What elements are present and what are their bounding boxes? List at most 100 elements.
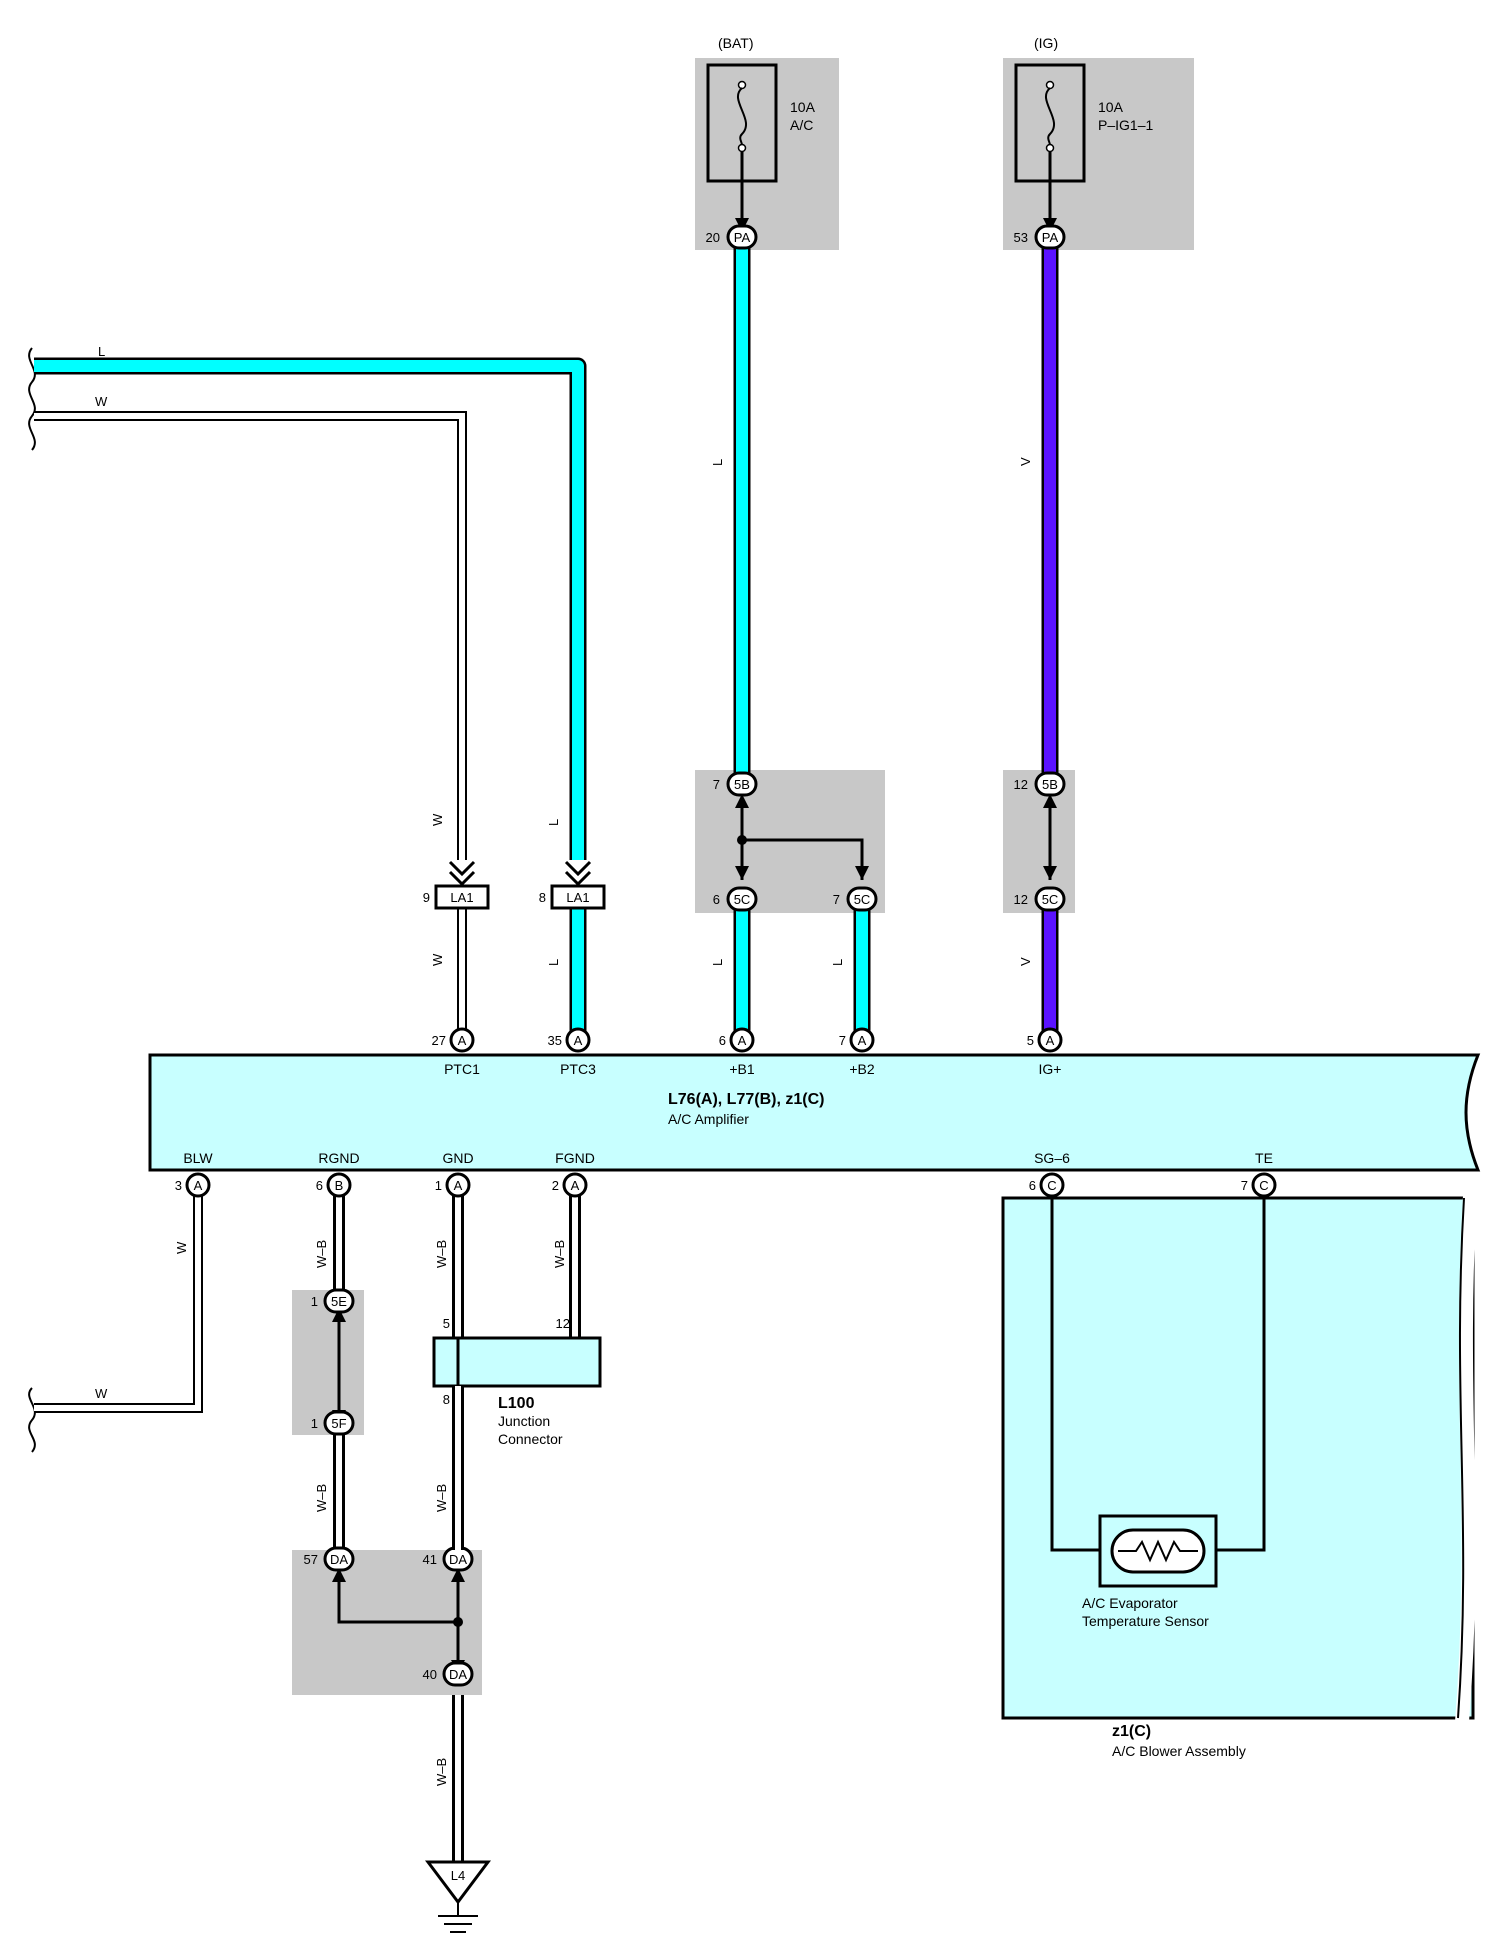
amp-subtitle: A/C Amplifier: [668, 1111, 749, 1127]
pin-5c-l-a: 6: [713, 892, 720, 907]
pin-5b-v: 12: [1014, 777, 1028, 792]
pin-bot-gnd: 1: [435, 1178, 442, 1193]
pin-jc-5: 5: [443, 1316, 450, 1331]
connector-icon: 5C: [846, 886, 878, 912]
conn-da-57: DA: [330, 1552, 348, 1567]
wires-W: [34, 411, 467, 1413]
wire-label-l-5: L: [830, 959, 845, 966]
wire-label-l-1: L: [710, 459, 725, 466]
conn-da-40: DA: [449, 1667, 467, 1682]
wire-label-l-4: L: [710, 959, 725, 966]
conn-5e: 5E: [331, 1294, 347, 1309]
wires-L: [34, 248, 871, 1040]
junction-dots: [453, 835, 747, 1627]
wire-label-wb-2: W–B: [434, 1240, 449, 1268]
wire-label-v-2: V: [1018, 957, 1033, 966]
wire-label-w-3: W: [174, 1241, 189, 1254]
wire-label-wb-4: W–B: [314, 1484, 329, 1512]
connector-icon: PA: [1034, 224, 1066, 250]
fuse-bat: (BAT) 10A A/C: [706, 35, 816, 220]
pin-top-ig: 5: [1027, 1033, 1034, 1048]
amp-term-gnd: GND: [442, 1150, 473, 1166]
pin-bat-fuse: 20: [706, 230, 720, 245]
pin-jc-12: 12: [556, 1316, 570, 1331]
amp-term-b1: +B1: [729, 1061, 755, 1077]
term-ptc3: A: [574, 1033, 583, 1048]
ground-l4: L4: [425, 1860, 491, 1933]
connector-icon: DA: [442, 1661, 474, 1687]
pin-da-40: 40: [423, 1667, 437, 1682]
sensor-line1: A/C Evaporator: [1082, 1595, 1178, 1611]
pin-top-ptc3: 35: [548, 1033, 562, 1048]
l100-code: L100: [498, 1395, 535, 1412]
ac-amplifier-box: [148, 1053, 1481, 1172]
connector-icon: DA: [442, 1546, 474, 1572]
evap-temp-sensor: A/C Evaporator Temperature Sensor: [1082, 1514, 1218, 1629]
term-te: C: [1259, 1178, 1268, 1193]
wire-color-labels: L W W L V W L W L L L V W W–B W–B W–B W–…: [95, 344, 1033, 1786]
conn-5c-v: 5C: [1042, 892, 1059, 907]
wire-label-l-2: L: [546, 819, 561, 826]
pin-5f: 1: [311, 1416, 318, 1431]
term-sg6: C: [1047, 1178, 1056, 1193]
term-gnd: A: [454, 1178, 463, 1193]
junction-connector-l100: L100 Junction Connector: [432, 1336, 602, 1550]
term-b1: A: [738, 1033, 747, 1048]
ig-fuse-area: [1003, 58, 1194, 250]
jb-5b5c-area-right: [1003, 770, 1075, 913]
wire-label-l-top: L: [98, 344, 105, 359]
ground-label: L4: [451, 1868, 465, 1883]
conn-5c-l-a: 5C: [734, 892, 751, 907]
fuse-bat-rating: 10A: [790, 99, 816, 115]
connector-icon: 5F: [323, 1410, 355, 1436]
pin-5c-l-b: 7: [833, 892, 840, 907]
amp-term-sg6: SG–6: [1034, 1150, 1070, 1166]
amp-terminals: A A A A A A B A A C C: [185, 1027, 1277, 1198]
conn-la1-l: LA1: [566, 890, 589, 905]
wire-label-wb-1: W–B: [314, 1240, 329, 1268]
pin-la1-w: 9: [423, 890, 430, 905]
wire-label-l-3: L: [546, 959, 561, 966]
conn-pa-ig: PA: [1042, 230, 1059, 245]
sensor-line2: Temperature Sensor: [1082, 1613, 1209, 1629]
term-ptc1: A: [458, 1033, 467, 1048]
pin-bot-blw: 3: [175, 1178, 182, 1193]
jb-5e5f-area: [292, 1290, 364, 1435]
amp-term-blw: BLW: [183, 1150, 213, 1166]
fuse-ig-rating: 10A: [1098, 99, 1124, 115]
blower-code: z1(C): [1112, 1723, 1151, 1740]
pin-bot-fgnd: 2: [552, 1178, 559, 1193]
blower-name: A/C Blower Assembly: [1112, 1743, 1246, 1759]
term-blw: A: [194, 1178, 203, 1193]
wire-label-w-top: W: [95, 394, 108, 409]
amplifier-labels: PTC1 PTC3 +B1 +B2 IG+ L76(A), L77(B), z1…: [183, 1061, 1273, 1166]
amp-term-rgnd: RGND: [318, 1150, 359, 1166]
amp-term-te: TE: [1255, 1150, 1273, 1166]
ground-icon: [425, 1860, 491, 1905]
connector-icon: 5B: [726, 771, 758, 797]
pin-bot-rgnd: 6: [316, 1178, 323, 1193]
fuse-bat-source: (BAT): [718, 35, 754, 51]
conn-5f: 5F: [331, 1416, 346, 1431]
pin-da-41: 41: [423, 1552, 437, 1567]
term-b2: A: [858, 1033, 867, 1048]
conn-pa-bat: PA: [734, 230, 751, 245]
conn-5b-v: 5B: [1042, 777, 1058, 792]
amp-term-fgnd: FGND: [555, 1150, 595, 1166]
fuse-ig: (IG) 10A P–IG1–1: [1014, 35, 1153, 220]
pin-top-ptc1: 27: [432, 1033, 446, 1048]
conn-5b-l: 5B: [734, 777, 750, 792]
wire-label-w-1: W: [430, 813, 445, 826]
pin-top-b1: 6: [719, 1033, 726, 1048]
term-rgnd: B: [335, 1178, 344, 1193]
term-fgnd: A: [571, 1178, 580, 1193]
wire-label-w-2: W: [430, 953, 445, 966]
blower-labels: z1(C) A/C Blower Assembly: [1112, 1723, 1246, 1759]
thermistor-icon: [1110, 1528, 1206, 1574]
wire-label-w-bottom: W: [95, 1386, 108, 1401]
pin-da-57: 57: [304, 1552, 318, 1567]
oval-connectors: PA PA 5B 5C 5C 5B 5C 5E 5F DA DA DA: [323, 224, 1066, 1687]
connector-icon: 5E: [323, 1288, 355, 1314]
conn-5c-l-b: 5C: [854, 892, 871, 907]
